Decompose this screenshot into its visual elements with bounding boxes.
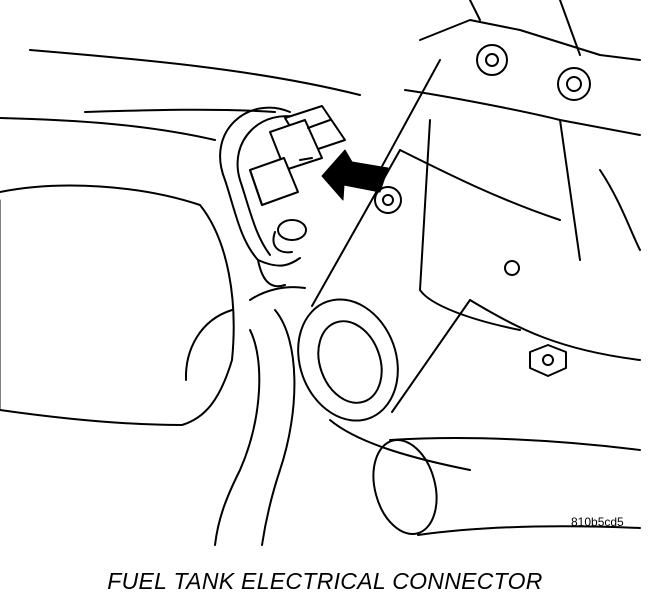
line-drawing — [0, 0, 641, 546]
small-hole — [504, 260, 520, 276]
figure-caption: FUEL TANK ELECTRICAL CONNECTOR — [107, 568, 543, 594]
bolt-upper-right — [557, 67, 591, 101]
exhaust-pipe — [372, 437, 641, 536]
frame-rail — [184, 286, 471, 546]
bolt-housing — [374, 186, 402, 214]
upper-housing — [404, 0, 641, 331]
reference-code: 810b5cd5 — [571, 515, 624, 529]
bolt-lower — [529, 344, 567, 377]
pump-housing — [297, 59, 641, 422]
electrical-connector — [249, 105, 346, 206]
pointer-arrow — [321, 149, 389, 201]
bolt-upper-left — [476, 44, 508, 76]
grommet — [272, 219, 307, 254]
fuel-tank-outline — [0, 49, 361, 426]
wiring-harness — [219, 106, 301, 288]
